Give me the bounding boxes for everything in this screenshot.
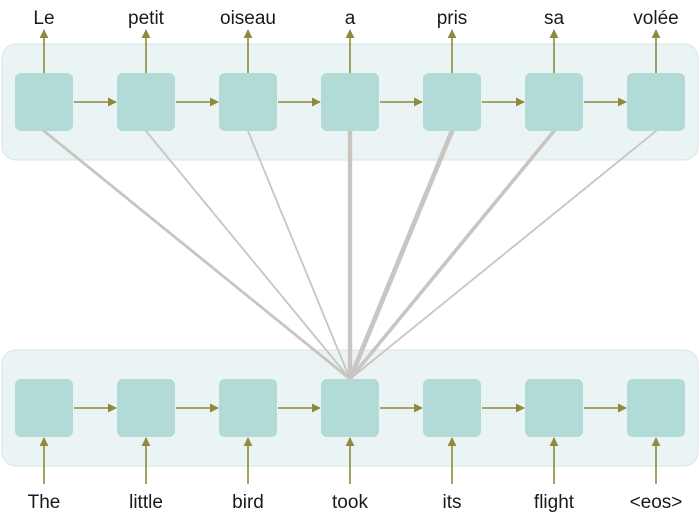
decoder-cell	[627, 73, 685, 131]
encoder-cell	[15, 379, 73, 437]
encoder-word: took	[332, 492, 368, 513]
decoder-word: sa	[544, 8, 565, 29]
encoder-cell	[321, 379, 379, 437]
encoder-cell	[423, 379, 481, 437]
encoder-word: bird	[232, 492, 264, 513]
attention-lines	[42, 128, 657, 382]
decoder-cell	[117, 73, 175, 131]
decoder-word: volée	[633, 8, 678, 29]
attention-line	[247, 130, 351, 380]
encoder-word: The	[28, 492, 61, 513]
decoder-cell	[15, 73, 73, 131]
encoder-input-arrows	[39, 437, 661, 484]
decoder-cell	[321, 73, 379, 131]
encoder-cell	[627, 379, 685, 437]
encoder-word: little	[129, 492, 163, 513]
encoder-cell	[525, 379, 583, 437]
decoder-words: Le petit oiseau a pris sa volée	[33, 8, 678, 29]
decoder-word: pris	[437, 8, 468, 29]
encoder-words: The little bird took its flight <eos>	[28, 492, 683, 513]
attention-line	[145, 130, 351, 380]
decoder-word: oiseau	[220, 8, 276, 29]
decoder-output-arrows	[39, 29, 661, 73]
encoder-cells	[15, 379, 685, 437]
encoder-cell	[219, 379, 277, 437]
encoder-word: <eos>	[630, 492, 683, 513]
decoder-cell	[219, 73, 277, 131]
decoder-word: a	[345, 8, 356, 29]
attention-line	[349, 130, 657, 380]
encoder-word: its	[443, 492, 462, 513]
decoder-cells	[15, 73, 685, 131]
decoder-word: Le	[33, 8, 54, 29]
decoder-cell	[525, 73, 583, 131]
encoder-word: flight	[534, 492, 575, 513]
attention-line	[348, 129, 556, 381]
decoder-word: petit	[128, 8, 165, 29]
attention-line	[347, 128, 455, 382]
encoder-cell	[117, 379, 175, 437]
decoder-cell	[423, 73, 481, 131]
attention-line	[42, 129, 352, 381]
